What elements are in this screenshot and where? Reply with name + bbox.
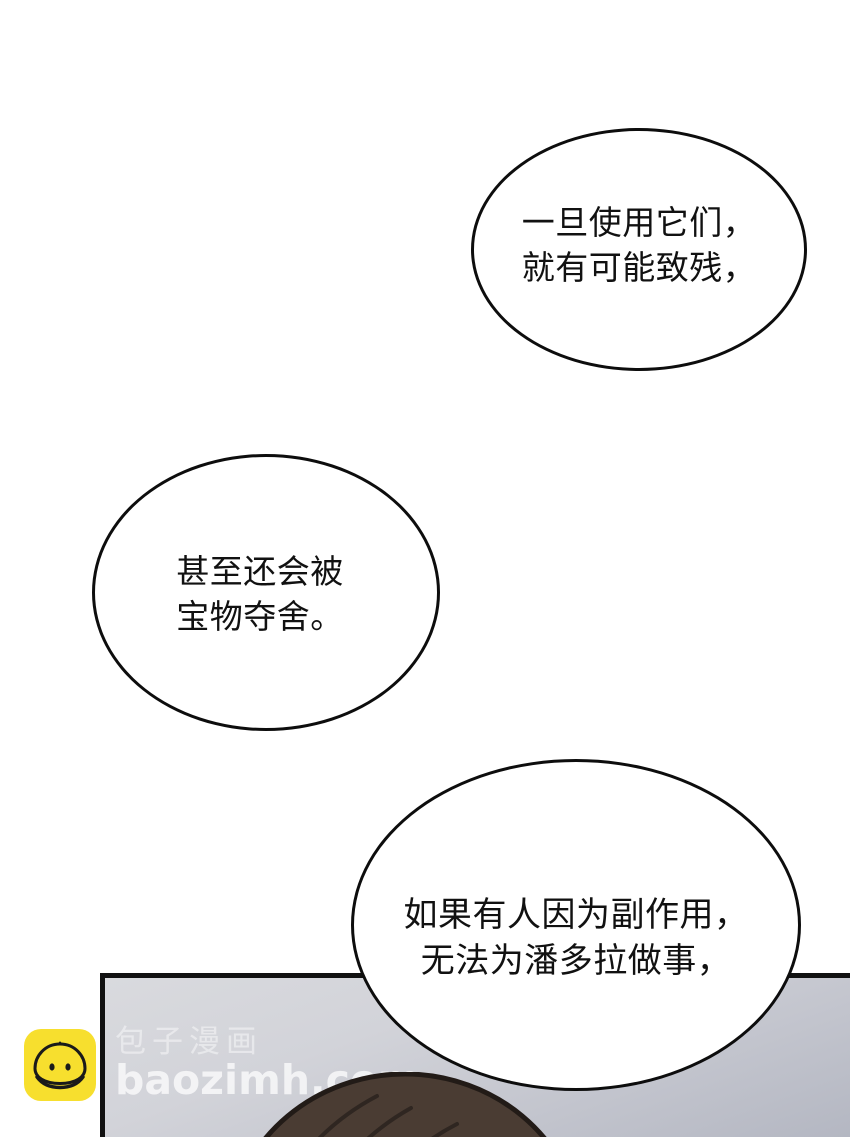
- speech-bubble-1-text: 一旦使用它们， 就有可能致残，: [521, 202, 757, 287]
- speech-bubble-1: 一旦使用它们， 就有可能致残，: [471, 128, 807, 371]
- baozimh-logo-icon[interactable]: [24, 1029, 96, 1101]
- character-hair: [249, 1072, 547, 1137]
- bun-glyph-icon: [33, 1041, 87, 1090]
- speech-bubble-3-text: 如果有人因为副作用， 无法为潘多拉做事，: [403, 895, 749, 981]
- speech-bubble-3: 如果有人因为副作用， 无法为潘多拉做事，: [351, 759, 801, 1091]
- speech-bubble-2-text: 甚至还会被 宝物夺舍。: [176, 551, 344, 636]
- speech-bubble-2: 甚至还会被 宝物夺舍。: [92, 454, 440, 731]
